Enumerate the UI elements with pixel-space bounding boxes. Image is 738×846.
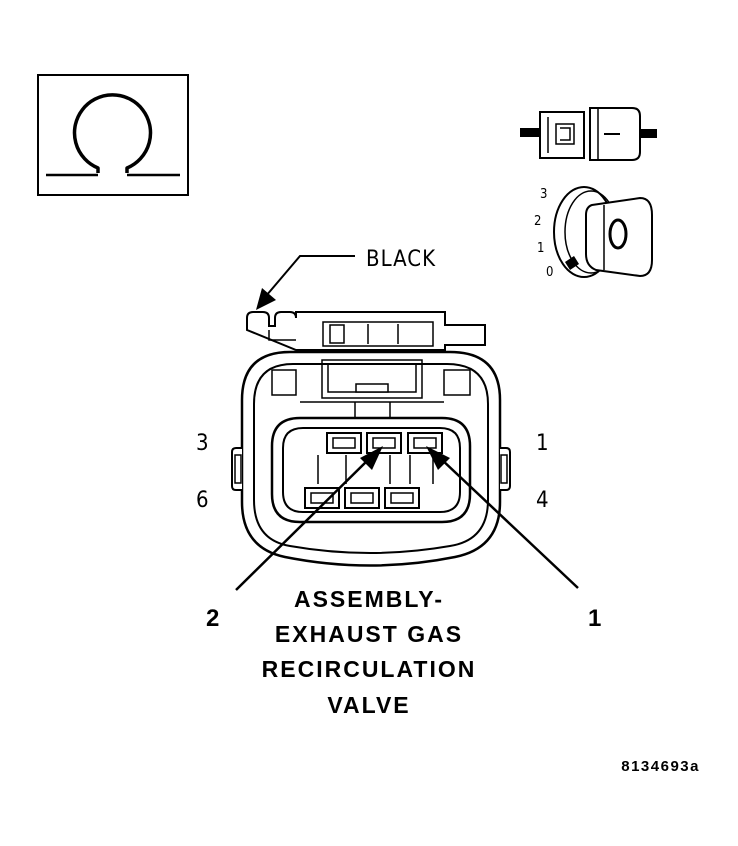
terminal-5 (344, 487, 380, 509)
callout-1-leader (426, 446, 579, 589)
omega-resistance-icon (37, 74, 189, 196)
terminal-6 (304, 487, 340, 509)
component-title-line-3: RECIRCULATION (262, 656, 477, 682)
terminal-1 (407, 432, 443, 454)
callout-2-leader (235, 446, 383, 591)
pin-label-3: 3 (196, 431, 209, 456)
terminal-3 (326, 432, 362, 454)
connector-face (231, 311, 511, 567)
callout-1-number: 1 (588, 605, 601, 632)
ignition-key-icon: 3 2 1 0 (534, 186, 653, 280)
component-title-line-1: ASSEMBLY- (294, 586, 444, 612)
figure-id: 8134693a (621, 758, 700, 775)
ignition-position-3: 3 (540, 187, 547, 202)
black-label: BLACK (366, 247, 436, 272)
connector-disconnected-icon (520, 107, 657, 161)
black-callout: BLACK (256, 247, 436, 310)
terminal-4 (384, 487, 420, 509)
pin-label-4: 4 (536, 488, 549, 513)
pin-label-1: 1 (536, 431, 549, 456)
pin-label-6: 6 (196, 488, 209, 513)
component-title-line-2: EXHAUST GAS (275, 621, 463, 647)
ignition-position-2: 2 (534, 214, 541, 229)
callout-2-number: 2 (206, 605, 219, 632)
component-title: ASSEMBLY- EXHAUST GAS RECIRCULATION VALV… (262, 586, 477, 718)
component-title-line-4: VALVE (327, 692, 410, 718)
ignition-position-1: 1 (537, 241, 544, 256)
ignition-position-0: 0 (546, 265, 553, 280)
terminal-2 (366, 432, 402, 454)
